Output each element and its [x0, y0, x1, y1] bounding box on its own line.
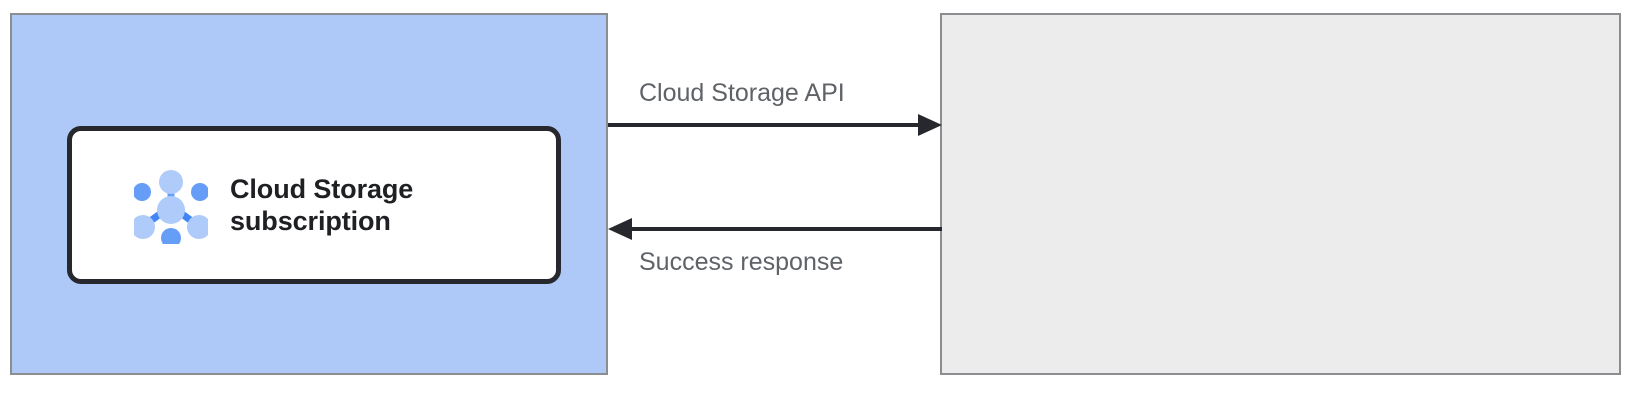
pubsub-subscription-icon — [131, 166, 211, 248]
response-flow-label: Success response — [639, 248, 844, 276]
subscription-group-container: Cloud Storage subscription — [10, 13, 608, 375]
cloud-storage-subscription-card[interactable]: Cloud Storage subscription — [67, 126, 561, 284]
response-flow-arrow — [608, 218, 942, 240]
request-flow-arrow — [608, 114, 942, 136]
bucket-group-container: Cloud Storage bucket — [940, 13, 1621, 375]
subscription-card-label: Cloud Storage subscription — [230, 173, 414, 236]
request-flow-label: Cloud Storage API — [639, 79, 845, 107]
